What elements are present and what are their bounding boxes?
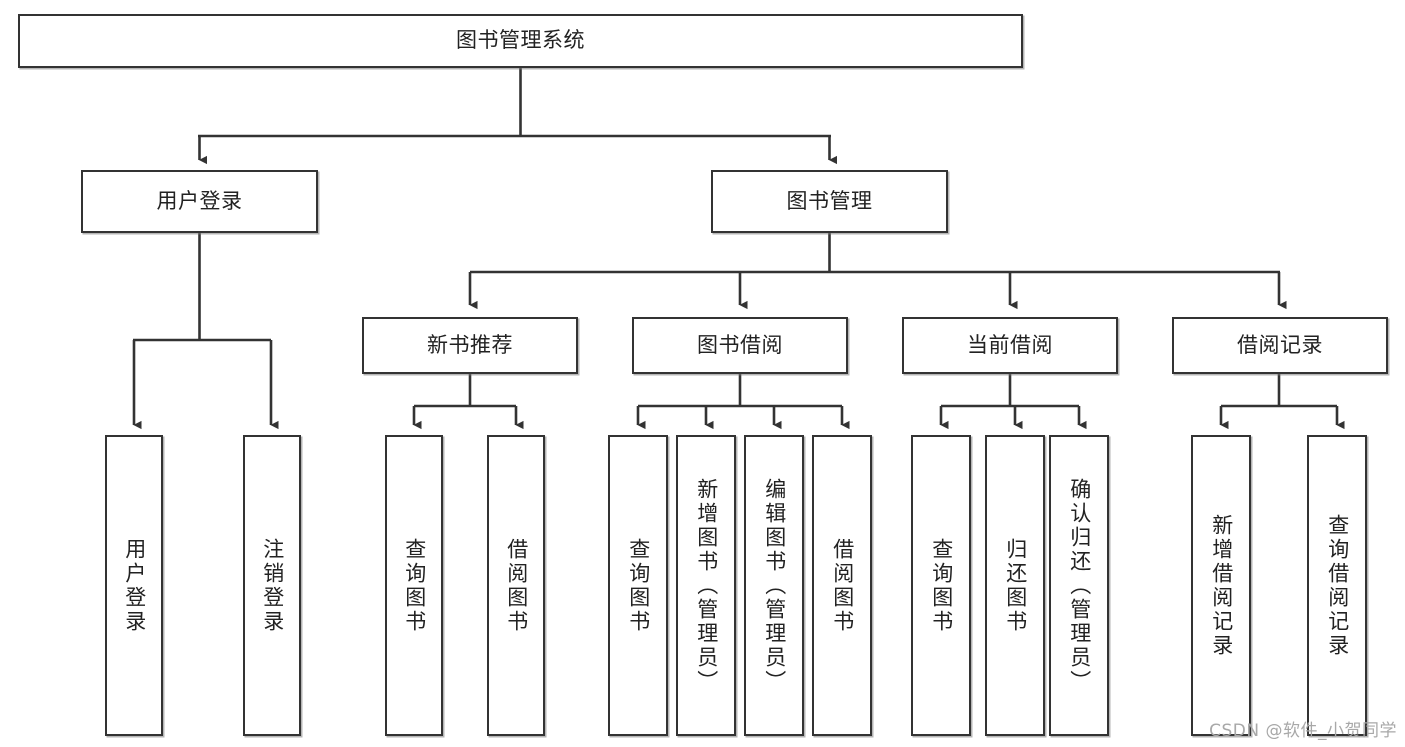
node-label: 用户登录 xyxy=(122,537,147,634)
node-label: 当前借阅 xyxy=(967,332,1053,357)
node-root-system[interactable]: 图书管理系统 xyxy=(18,14,1023,68)
leaf-query-borrow-record[interactable]: 查询借阅记录 xyxy=(1307,435,1367,736)
node-label: 注销登录 xyxy=(260,537,285,634)
node-label: 图书管理 xyxy=(786,188,873,213)
leaf-return-book[interactable]: 归还图书 xyxy=(985,435,1045,736)
node-borrow-record[interactable]: 借阅记录 xyxy=(1172,317,1388,374)
leaf-borrow-book-recommend[interactable]: 借阅图书 xyxy=(487,435,545,736)
node-label: 新增借阅记录 xyxy=(1209,513,1234,658)
node-user-login[interactable]: 用户登录 xyxy=(81,170,318,233)
node-label: 查询图书 xyxy=(402,537,427,634)
node-label: 新书推荐 xyxy=(427,332,513,357)
node-label: 查询图书 xyxy=(929,537,954,634)
node-label: 借阅记录 xyxy=(1237,332,1323,357)
leaf-query-book-current[interactable]: 查询图书 xyxy=(911,435,971,736)
node-label: 查询图书 xyxy=(626,537,651,634)
leaf-query-book-recommend[interactable]: 查询图书 xyxy=(385,435,443,736)
leaf-add-book-admin[interactable]: 新增图书（管理员） xyxy=(676,435,736,736)
node-label: 图书管理系统 xyxy=(456,28,585,53)
node-book-management[interactable]: 图书管理 xyxy=(711,170,948,233)
leaf-borrow-book[interactable]: 借阅图书 xyxy=(812,435,872,736)
node-label: 归还图书 xyxy=(1003,537,1028,634)
leaf-query-book-borrow[interactable]: 查询图书 xyxy=(608,435,668,736)
leaf-confirm-return-admin[interactable]: 确认归还（管理员） xyxy=(1049,435,1109,736)
node-book-borrow[interactable]: 图书借阅 xyxy=(632,317,848,374)
node-label: 新增图书（管理员） xyxy=(694,477,719,694)
leaf-edit-book-admin[interactable]: 编辑图书（管理员） xyxy=(744,435,804,736)
leaf-add-borrow-record[interactable]: 新增借阅记录 xyxy=(1191,435,1251,736)
node-label: 图书借阅 xyxy=(697,332,783,357)
node-label: 借阅图书 xyxy=(830,537,855,634)
node-new-book-recommend[interactable]: 新书推荐 xyxy=(362,317,578,374)
node-label: 查询借阅记录 xyxy=(1325,513,1350,658)
leaf-user-logout[interactable]: 注销登录 xyxy=(243,435,301,736)
node-label: 用户登录 xyxy=(156,188,243,213)
leaf-user-login[interactable]: 用户登录 xyxy=(105,435,163,736)
node-label: 编辑图书（管理员） xyxy=(762,477,787,694)
node-current-borrow[interactable]: 当前借阅 xyxy=(902,317,1118,374)
node-label: 借阅图书 xyxy=(504,537,529,634)
node-label: 确认归还（管理员） xyxy=(1067,477,1092,694)
